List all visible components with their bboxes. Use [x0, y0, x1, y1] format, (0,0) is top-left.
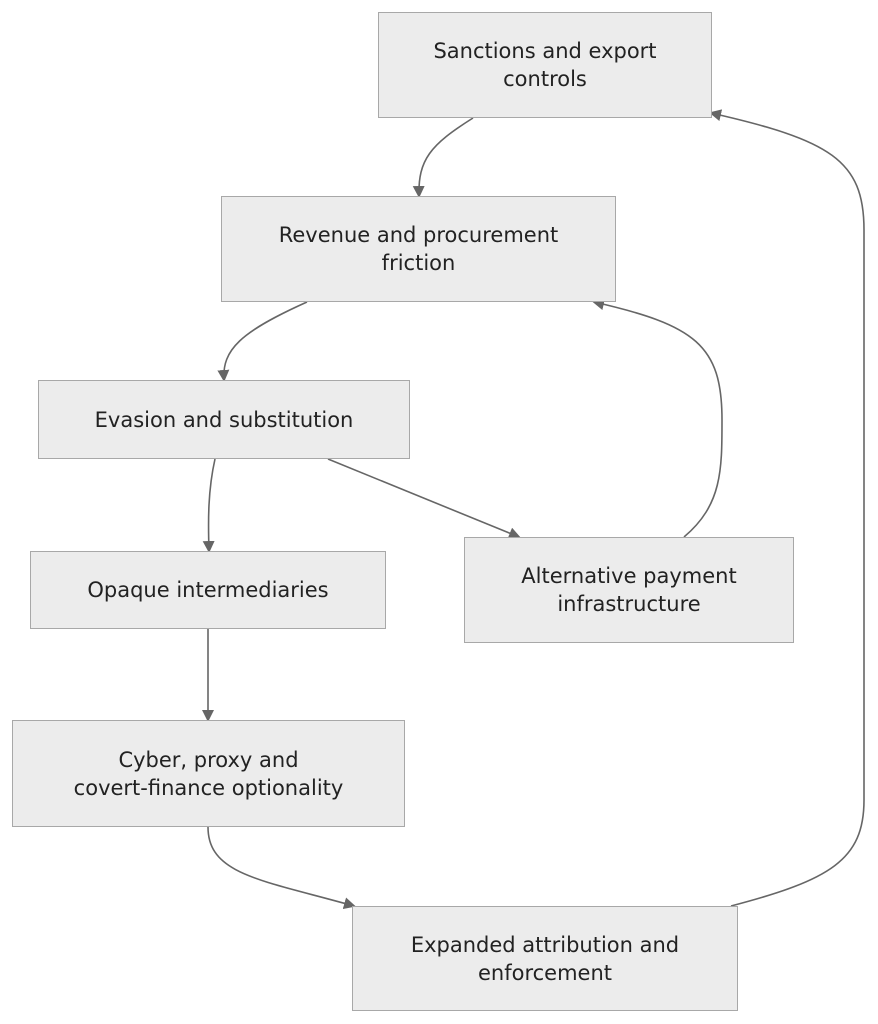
edge-evasion-to-alternative-payment	[327, 458, 521, 539]
node-sanctions-and-export-controls: Sanctions and export controls	[378, 12, 712, 118]
node-label: Cyber, proxy and covert-finance optional…	[73, 747, 344, 800]
edge-cyber-to-expanded	[207, 826, 356, 910]
node-label: Alternative payment infrastructure	[521, 564, 737, 616]
node-label: Revenue and procurement friction	[278, 223, 559, 275]
node-alternative-payment-infrastructure: Alternative payment infrastructure	[464, 537, 794, 643]
node-label: Expanded attribution and enforcement	[410, 932, 680, 985]
node-opaque-intermediaries: Opaque intermediaries	[30, 551, 386, 629]
node-expanded-attribution-and-enforcement: Expanded attribution and enforcement	[352, 906, 738, 1011]
node-evasion-and-substitution: Evasion and substitution	[38, 380, 410, 459]
node-label: Sanctions and export controls	[433, 39, 657, 91]
edge-revenue-to-evasion	[217, 301, 308, 382]
node-cyber-proxy-covert-finance-optionality: Cyber, proxy and covert-finance optional…	[12, 720, 405, 827]
edge-alternative-payment-to-revenue	[592, 298, 723, 538]
node-label: Opaque intermediaries	[87, 578, 329, 602]
node-label: Evasion and substitution	[94, 407, 354, 432]
edge-sanctions-to-revenue	[412, 117, 474, 198]
node-revenue-and-procurement-friction: Revenue and procurement friction	[221, 196, 616, 302]
edge-expanded-to-sanctions	[709, 109, 865, 907]
edge-evasion-to-opaque	[202, 458, 216, 553]
